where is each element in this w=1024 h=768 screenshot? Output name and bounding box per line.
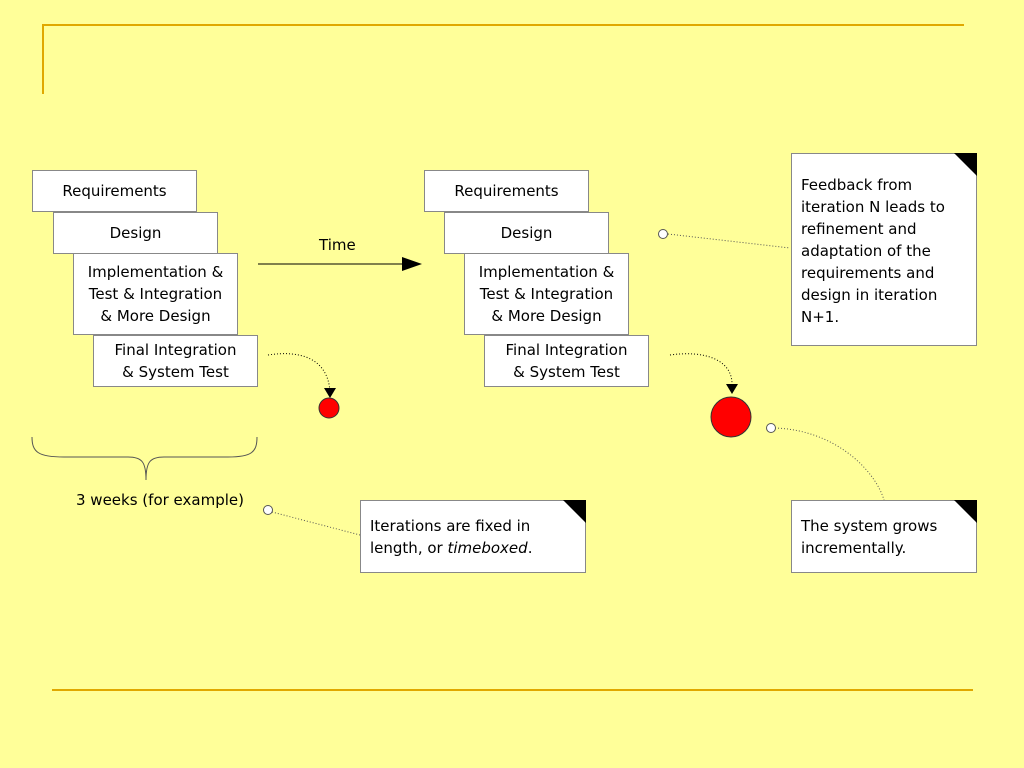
iteration-1-final-integration-box: Final Integration & System Test	[93, 335, 258, 387]
grows-note-leader	[774, 427, 885, 501]
bottom-rule	[52, 689, 973, 691]
feedback-note-leader	[667, 233, 791, 249]
note-corner-icon	[954, 500, 977, 523]
iteration-2-final-integration-box: Final Integration & System Test	[484, 335, 649, 387]
iteration-2-requirements-box: Requirements	[424, 170, 589, 212]
left-rule	[42, 24, 44, 94]
top-rule	[42, 24, 964, 26]
iteration-1-implementation-box: Implementation & Test & Integration & Mo…	[73, 253, 238, 335]
iteration-2-output-arrowhead	[726, 384, 738, 394]
feedback-note: Feedback from iteration N leads to refin…	[791, 153, 977, 346]
duration-label: 3 weeks (for example)	[76, 491, 244, 509]
system-dot-large	[710, 396, 752, 438]
grows-note-text: The system grows incrementally.	[801, 517, 938, 557]
iteration-1-output-connector	[267, 353, 331, 393]
iteration-2-design-box: Design	[444, 212, 609, 254]
timeboxed-note-text: Iterations are fixed in length, or	[370, 517, 531, 557]
iteration-1-design-box: Design	[53, 212, 218, 254]
iteration-1-output-arrowhead	[324, 388, 336, 398]
feedback-note-anchor	[658, 229, 668, 239]
timebox-note-leader	[271, 511, 361, 536]
duration-brace	[31, 436, 258, 481]
time-arrow-head	[402, 257, 422, 271]
timeboxed-note-period: .	[527, 539, 533, 557]
grows-note-anchor	[766, 423, 776, 433]
iteration-2-output-connector	[669, 353, 733, 385]
time-label: Time	[319, 236, 356, 254]
note-corner-icon	[954, 153, 977, 176]
iteration-1-requirements-box: Requirements	[32, 170, 197, 212]
system-dot-small	[318, 397, 340, 419]
note-corner-icon	[563, 500, 586, 523]
grows-note: The system grows incrementally.	[791, 500, 977, 573]
timeboxed-note: Iterations are fixed in length, or timeb…	[360, 500, 586, 573]
feedback-note-text: Feedback from iteration N leads to refin…	[801, 176, 945, 326]
iteration-2-implementation-box: Implementation & Test & Integration & Mo…	[464, 253, 629, 335]
timebox-note-anchor	[263, 505, 273, 515]
timeboxed-term: timeboxed	[447, 539, 528, 557]
